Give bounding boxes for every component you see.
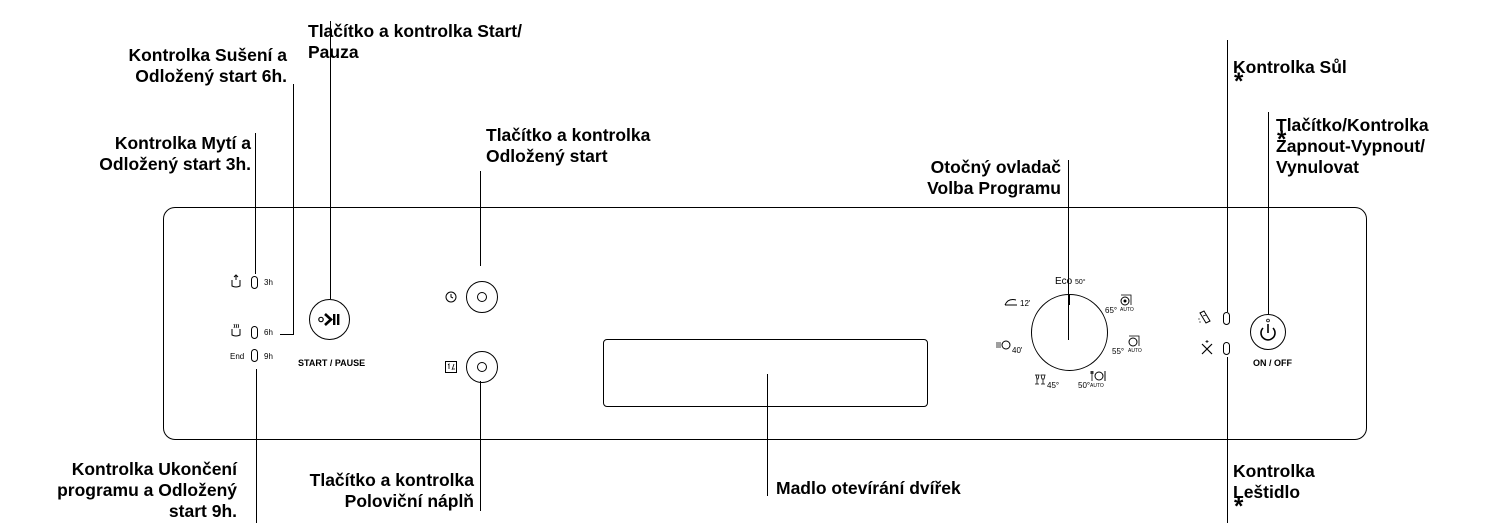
half-load-indicator-light [477,362,487,372]
callout-program-dial: Otočný ovladač Volba Programu [927,157,1061,198]
dial-eco-label: Eco 50° [1055,276,1086,287]
control-panel [163,207,1367,440]
intensive-auto-icon [1120,294,1132,306]
callout-start-pause: Tlačítko a kontrolka Start/ Pauza [308,21,522,62]
salt-indicator-light [1223,312,1230,325]
callout-rinse: Kontrolka Leštidlo* [1233,461,1315,520]
play-pause-icon [318,313,340,326]
dial-auto-label-intensive-65: AUTO [1120,307,1134,313]
dial-65-label: 65° [1105,306,1118,315]
rinse-aid-indicator-light [1223,342,1230,355]
dry-icon [231,323,241,337]
glass-icon [1035,374,1046,385]
delay-start-indicator-light [477,292,487,302]
on-off-button[interactable] [1250,314,1286,350]
leader-line-washing [255,133,256,274]
callout-drying: Kontrolka Sušení a Odložený start 6h. [128,45,287,86]
half-load-icon [445,361,457,373]
leader-line-drying-stub [280,334,294,335]
delay-start-button[interactable] [466,281,498,313]
leader-line-delay [480,171,481,266]
callout-delay: Tlačítko a kontrolka Odložený start [486,125,651,166]
wash-delay-hours: 3h [264,278,273,287]
leader-line-drying [293,84,294,335]
intensive-icon [1090,371,1106,381]
callout-onoff: Tlačítko/Kontrolka* Zapnout-Vypnout/ Vyn… [1276,115,1429,177]
callout-salt: Kontrolka Sůl* [1233,57,1347,95]
leader-line-rinse [1227,357,1228,523]
start-pause-label: START / PAUSE [298,358,366,368]
leader-line-start-pause [330,21,331,299]
dial-40-label: 40' [1012,346,1023,355]
half-load-button[interactable] [466,351,498,383]
door-handle[interactable] [603,339,928,407]
callout-washing: Kontrolka Mytí a Odložený start 3h. [99,133,251,174]
leader-line-handle [767,374,768,496]
end-label: End [230,352,245,361]
leader-line-onoff [1268,112,1269,314]
leader-line-end [256,369,257,523]
dial-auto-label-normal: AUTO [1128,348,1142,354]
wash-icon [231,274,241,288]
dial-12-label: 12' [1020,299,1031,308]
leader-line-salt [1227,40,1228,312]
leader-line-half-load [480,381,481,511]
dial-auto-label-intensive: AUTO [1090,383,1104,389]
dry-delay-hours: 6h [264,328,273,337]
program-dial[interactable] [1031,294,1108,371]
salt-icon [1198,310,1211,324]
callout-half-load: Tlačítko a kontrolka Poloviční náplň [309,470,474,511]
dry-indicator-light [251,326,258,339]
start-pause-button[interactable] [309,299,350,340]
wash-indicator-light [251,276,258,289]
dial-55-label: 55° [1112,347,1125,356]
callout-handle: Madlo otevírání dvířek [776,478,961,498]
dial-50-label: 50° [1078,381,1091,390]
dial-45-label: 45° [1047,381,1060,390]
callout-end: Kontrolka Ukončení programu a Odložený s… [57,459,237,521]
normal-auto-icon [1128,335,1140,347]
rinse-aid-icon [1201,340,1213,355]
program-dial-pointer [1069,295,1070,305]
on-off-label: ON / OFF [1253,358,1292,368]
delay-icon [445,291,457,303]
power-icon [1260,318,1276,341]
leader-line-program-dial [1068,160,1069,340]
quick-wash-icon [1004,299,1017,306]
daily-wash-icon [996,340,1011,350]
end-delay-hours: 9h [264,352,273,361]
end-indicator-light [251,349,258,362]
